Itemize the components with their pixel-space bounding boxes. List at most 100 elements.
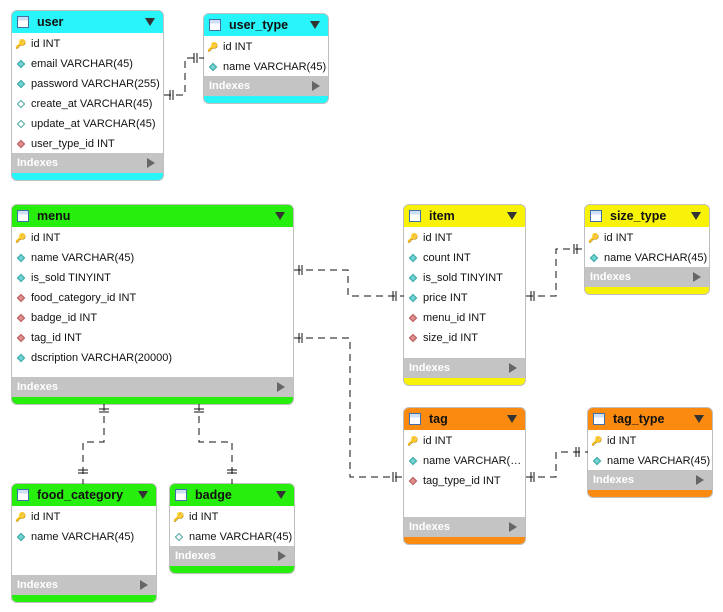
column-row[interactable]: name VARCHAR(45): [170, 527, 294, 547]
column-icon: [407, 273, 419, 283]
column-label: name VARCHAR(45): [223, 61, 327, 73]
key-icon: 🔑: [15, 232, 27, 243]
column-row[interactable]: dscription VARCHAR(20000): [12, 348, 293, 368]
collapse-arrow-icon[interactable]: [691, 212, 701, 220]
foreign-key-icon: [15, 293, 27, 303]
table-size_type[interactable]: size_type🔑id INT name VARCHAR(45) Indexes: [585, 205, 709, 294]
table-header[interactable]: user_type: [204, 14, 328, 36]
table-title: food_category: [37, 488, 124, 502]
column-row[interactable]: 🔑id INT: [12, 34, 163, 54]
column-row[interactable]: 🔑id INT: [588, 431, 712, 451]
column-row[interactable]: is_sold TINYINT: [12, 268, 293, 288]
expand-arrow-icon[interactable]: [278, 551, 286, 561]
expand-arrow-icon[interactable]: [509, 522, 517, 532]
column-icon: [407, 456, 419, 466]
indexes-label: Indexes: [590, 271, 631, 283]
table-header[interactable]: tag_type: [588, 408, 712, 430]
table-menu[interactable]: menu 🔑 id INT name VARCHAR(45)is_sold TINYI…: [12, 205, 293, 404]
table-icon: [590, 210, 602, 222]
collapse-arrow-icon[interactable]: [276, 491, 286, 499]
column-row[interactable]: name VARCHAR(45): [12, 248, 293, 268]
column-row[interactable]: 🔑id INT: [204, 37, 328, 57]
column-label: name VARCHAR(45): [604, 252, 708, 264]
expand-arrow-icon[interactable]: [693, 272, 701, 282]
collapse-arrow-icon[interactable]: [694, 415, 704, 423]
indexes-section[interactable]: Indexes: [204, 76, 328, 96]
column-icon: [15, 273, 27, 283]
table-header[interactable]: menu: [12, 205, 293, 227]
foreign-key-icon: [407, 476, 419, 486]
expand-arrow-icon[interactable]: [696, 475, 704, 485]
column-icon: [15, 353, 27, 363]
column-label: food_category_id INT: [31, 292, 137, 304]
indexes-section[interactable]: Indexes: [12, 153, 163, 173]
column-row[interactable]: badge_id INT: [12, 308, 293, 328]
expand-arrow-icon[interactable]: [277, 382, 285, 392]
column-row[interactable]: tag_id INT: [12, 328, 293, 348]
collapse-arrow-icon[interactable]: [310, 21, 320, 29]
table-header[interactable]: item: [404, 205, 525, 227]
column-row[interactable]: name VARCHAR(45): [585, 248, 709, 268]
column-label: password VARCHAR(255): [31, 78, 160, 90]
column-row[interactable]: name VARCHAR(…: [404, 451, 525, 471]
column-row[interactable]: name VARCHAR(45): [204, 57, 328, 77]
column-row[interactable]: email VARCHAR(45): [12, 54, 163, 74]
column-row[interactable]: 🔑id INT: [12, 507, 156, 527]
expand-arrow-icon[interactable]: [140, 580, 148, 590]
indexes-section[interactable]: Indexes: [12, 575, 156, 595]
expand-arrow-icon[interactable]: [312, 81, 320, 91]
column-row[interactable]: 🔑id INT: [585, 228, 709, 248]
column-label: id INT: [31, 232, 61, 244]
column-label: name VARCHAR(45): [607, 455, 711, 467]
table-header[interactable]: food_category: [12, 484, 156, 506]
column-row[interactable]: size_id INT: [404, 328, 525, 348]
table-header[interactable]: size_type: [585, 205, 709, 227]
column-row[interactable]: update_at VARCHAR(45): [12, 114, 163, 134]
column-label: id INT: [423, 435, 453, 447]
column-icon: [15, 253, 27, 263]
indexes-section[interactable]: Indexes: [404, 517, 525, 537]
table-header[interactable]: badge: [170, 484, 294, 506]
table-tag_type[interactable]: tag_type🔑id INT name VARCHAR(45) Indexes: [588, 408, 712, 497]
indexes-section[interactable]: Indexes: [588, 470, 712, 490]
table-header[interactable]: tag: [404, 408, 525, 430]
collapse-arrow-icon[interactable]: [138, 491, 148, 499]
collapse-arrow-icon[interactable]: [507, 415, 517, 423]
table-header[interactable]: user: [12, 11, 163, 33]
column-row[interactable]: create_at VARCHAR(45): [12, 94, 163, 114]
column-row[interactable]: price INT: [404, 288, 525, 308]
column-row[interactable]: menu_id INT: [404, 308, 525, 328]
column-row[interactable]: food_category_id INT: [12, 288, 293, 308]
table-user_type[interactable]: user_type🔑id INT name VARCHAR(45) Indexes: [204, 14, 328, 103]
column-row[interactable]: user_type_id INT: [12, 134, 163, 154]
column-row[interactable]: password VARCHAR(255): [12, 74, 163, 94]
collapse-arrow-icon[interactable]: [507, 212, 517, 220]
indexes-section[interactable]: Indexes: [585, 267, 709, 287]
collapse-arrow-icon[interactable]: [275, 212, 285, 220]
indexes-section[interactable]: Indexes: [170, 546, 294, 566]
column-row[interactable]: count INT: [404, 248, 525, 268]
table-title: badge: [195, 488, 232, 502]
column-row[interactable]: name VARCHAR(45): [12, 527, 156, 547]
expand-arrow-icon[interactable]: [509, 363, 517, 373]
column-row[interactable]: tag_type_id INT: [404, 471, 525, 491]
column-icon: [15, 532, 27, 542]
collapse-arrow-icon[interactable]: [145, 18, 155, 26]
indexes-section[interactable]: Indexes: [12, 377, 293, 397]
expand-arrow-icon[interactable]: [147, 158, 155, 168]
column-row[interactable]: 🔑id INT: [404, 228, 525, 248]
table-title: menu: [37, 209, 71, 223]
column-row[interactable]: name VARCHAR(45): [588, 451, 712, 471]
column-label: id INT: [189, 511, 219, 523]
indexes-section[interactable]: Indexes: [404, 358, 525, 378]
column-row[interactable]: 🔑id INT: [404, 431, 525, 451]
column-row[interactable]: is_sold TINYINT: [404, 268, 525, 288]
column-row[interactable]: 🔑 id INT: [12, 228, 293, 248]
column-row[interactable]: 🔑id INT: [170, 507, 294, 527]
